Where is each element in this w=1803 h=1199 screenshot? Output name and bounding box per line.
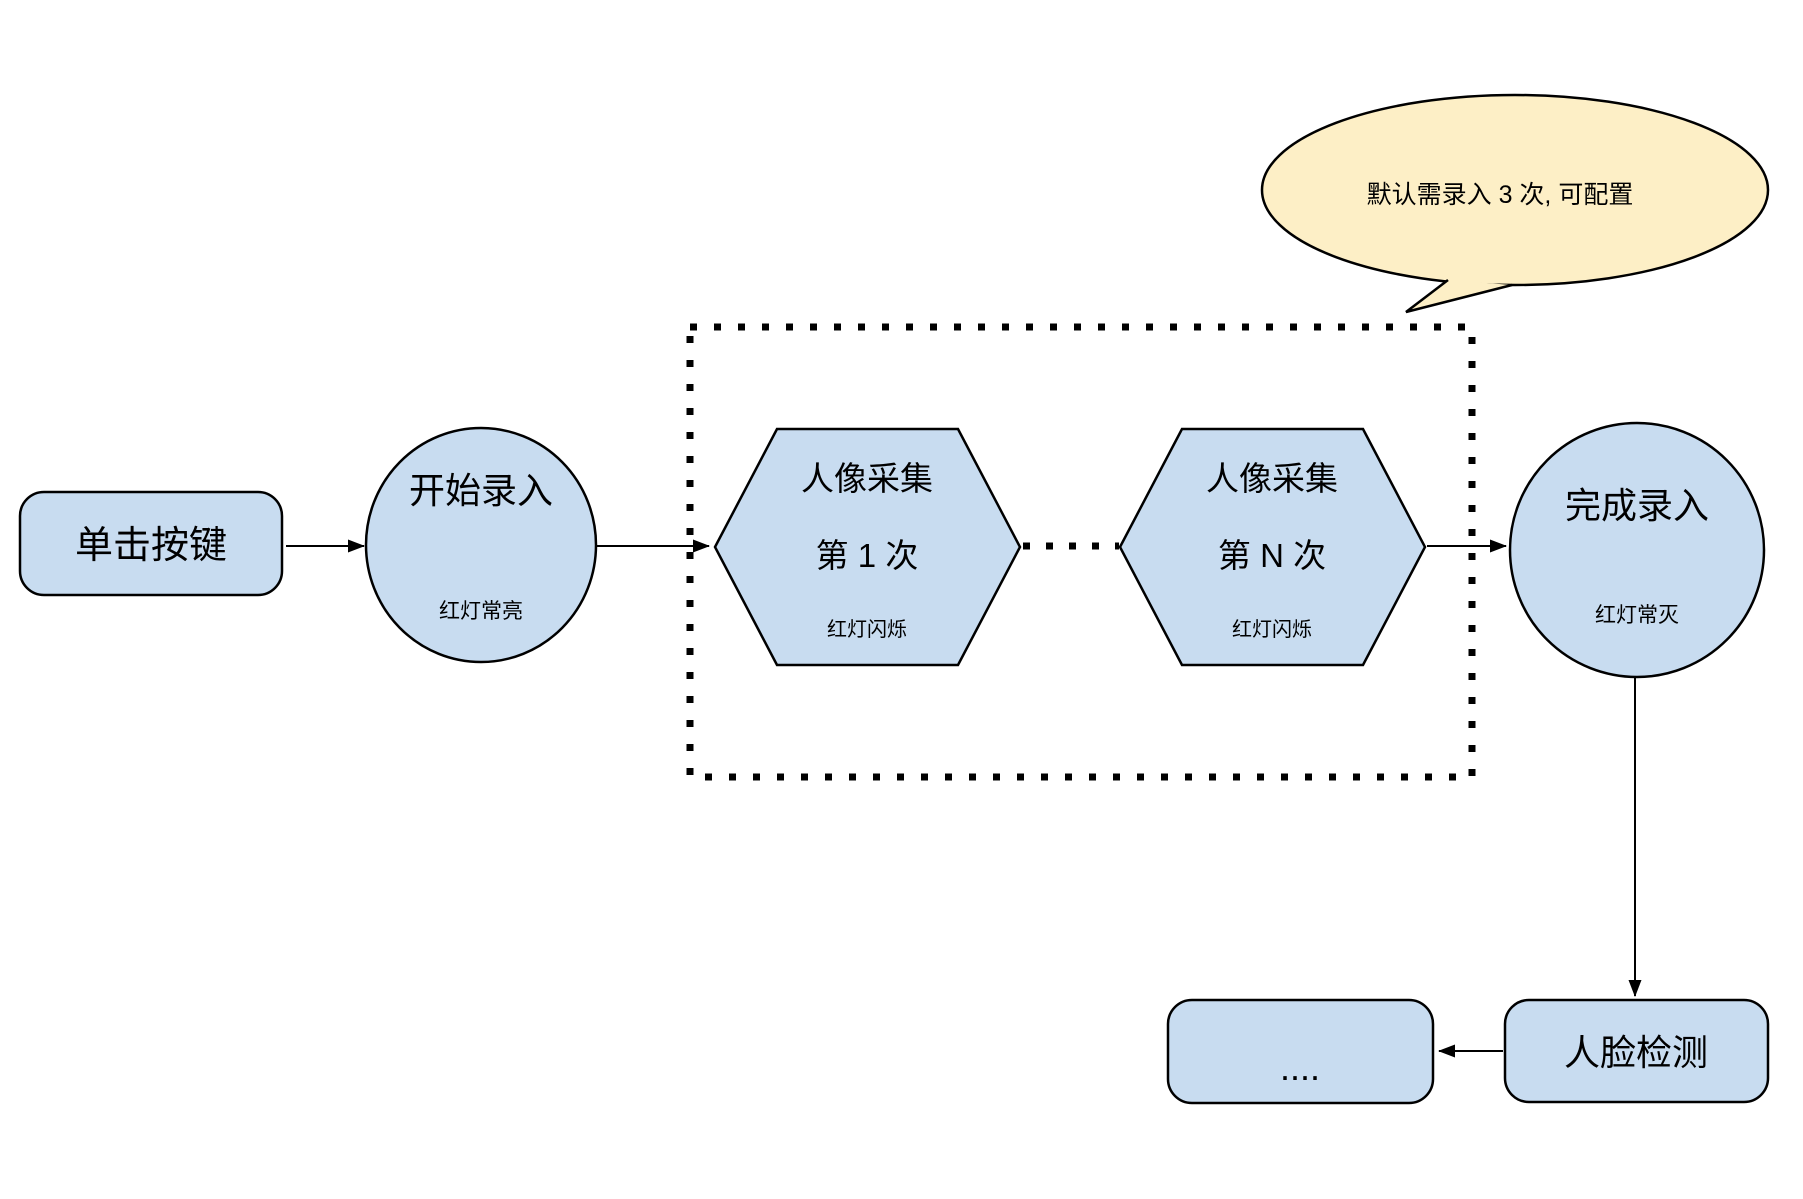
node-click-button-label: 单击按键: [75, 525, 227, 567]
node-capture-nth: 人像采集 第 N 次 红灯闪烁: [1118, 427, 1427, 667]
node-finish-enroll: 完成录入 红灯常灭: [1508, 421, 1766, 679]
callout-bubble: 默认需录入 3 次, 可配置: [1260, 93, 1770, 314]
node-capture-first-sublabel: 红灯闪烁: [827, 618, 907, 641]
node-finish-enroll-label: 完成录入: [1565, 485, 1709, 526]
node-face-detect-label: 人脸检测: [1564, 1032, 1708, 1073]
capture-group-dotted-box: [686, 323, 1476, 781]
node-click-button: 单击按键: [18, 490, 284, 597]
node-start-enroll-sublabel: 红灯常亮: [439, 600, 523, 623]
callout-ellipse: [1260, 93, 1770, 287]
node-capture-first-line1: 人像采集: [801, 460, 933, 497]
node-face-detect: 人脸检测: [1503, 998, 1770, 1104]
node-capture-first: 人像采集 第 1 次 红灯闪烁: [713, 427, 1022, 667]
node-capture-nth-line1: 人像采集: [1206, 460, 1338, 497]
node-capture-nth-line2: 第 N 次: [1218, 537, 1326, 574]
callout-tail: [1405, 279, 1513, 314]
node-capture-nth-sublabel: 红灯闪烁: [1232, 618, 1312, 641]
node-ellipsis-box-label: ....: [1280, 1047, 1320, 1088]
node-start-enroll: 开始录入 红灯常亮: [364, 426, 598, 664]
callout-text: 默认需录入 3 次, 可配置: [1367, 181, 1634, 209]
node-capture-first-line2: 第 1 次: [816, 537, 919, 574]
node-ellipsis-box: ....: [1166, 998, 1435, 1105]
node-start-enroll-label: 开始录入: [409, 470, 553, 511]
node-finish-enroll-sublabel: 红灯常灭: [1595, 604, 1679, 627]
